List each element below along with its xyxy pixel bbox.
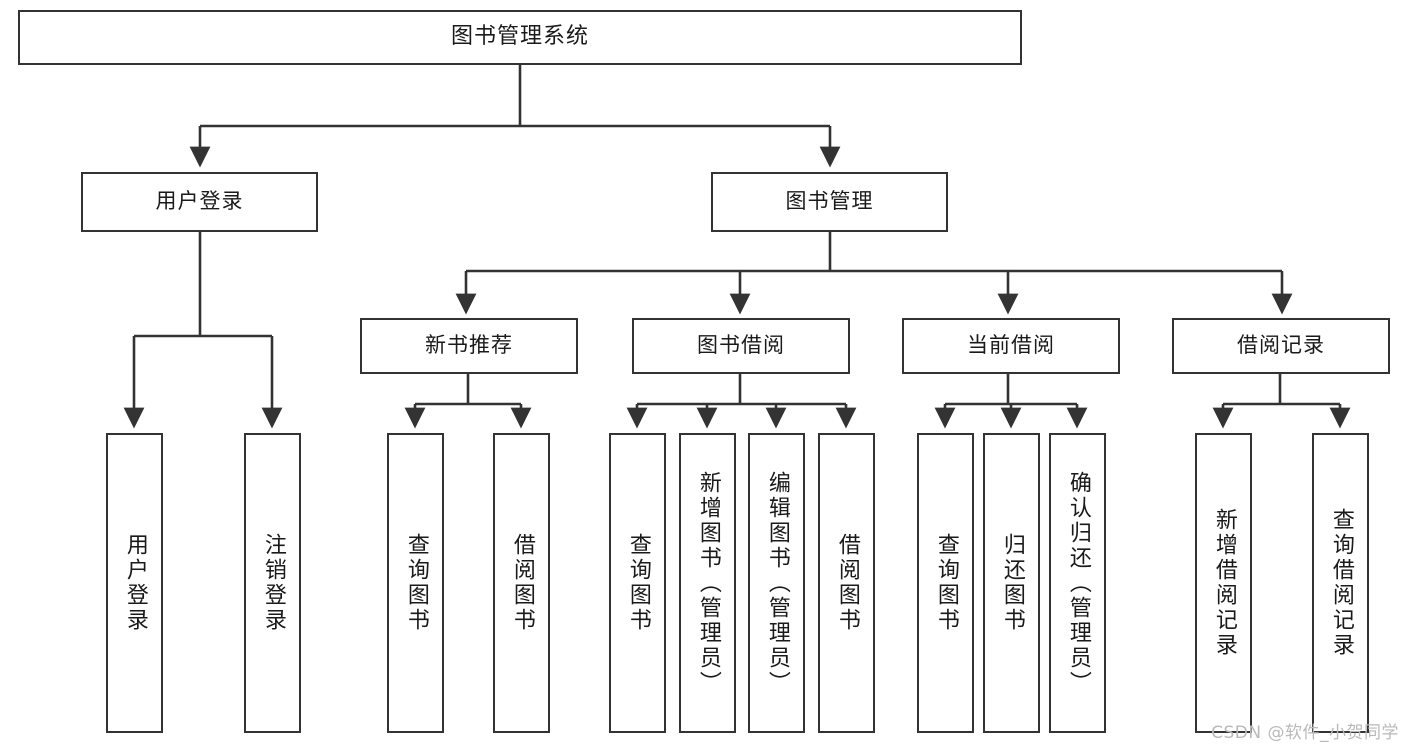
node-label: 图书管理 [785, 189, 874, 214]
node-label: 新增图书（管理员） [695, 470, 721, 696]
node-label: 用户登录 [155, 189, 244, 214]
node-label: 当前借阅 [967, 333, 1055, 358]
node-label: 编辑图书（管理员） [764, 470, 790, 696]
node-leaf-confirm-return[interactable]: 确认归还（管理员） [1049, 433, 1106, 733]
node-label: 图书借阅 [697, 333, 785, 358]
node-label: 新增借阅记录 [1211, 508, 1237, 658]
node-label: 查询图书 [625, 533, 651, 633]
node-leaf-edit-book[interactable]: 编辑图书（管理员） [748, 433, 805, 733]
node-leaf-return-book[interactable]: 归还图书 [983, 433, 1040, 733]
csdn-watermark: CSDN @软件_小贺同学 [1211, 723, 1399, 743]
node-label: 查询借阅记录 [1328, 508, 1354, 658]
node-book-manage[interactable]: 图书管理 [711, 172, 948, 232]
node-label: 借阅图书 [509, 533, 535, 633]
node-leaf-borrow-book[interactable]: 借阅图书 [818, 433, 875, 733]
node-leaf-query-book-current[interactable]: 查询图书 [917, 433, 974, 733]
node-label: 借阅图书 [834, 533, 860, 633]
node-leaf-query-borrow-record[interactable]: 查询借阅记录 [1312, 433, 1369, 733]
node-label: 图书管理系统 [450, 24, 589, 50]
node-current-borrow[interactable]: 当前借阅 [902, 318, 1120, 374]
node-label: 确认归还（管理员） [1065, 470, 1091, 696]
node-label: 查询图书 [933, 533, 959, 633]
node-borrow-record[interactable]: 借阅记录 [1172, 318, 1390, 374]
node-root-book-management-system[interactable]: 图书管理系统 [18, 10, 1022, 65]
node-leaf-add-book[interactable]: 新增图书（管理员） [679, 433, 736, 733]
node-label: 借阅记录 [1237, 333, 1325, 358]
node-leaf-borrow-book-new[interactable]: 借阅图书 [493, 433, 550, 733]
node-leaf-logout[interactable]: 注销登录 [244, 433, 301, 733]
node-label: 新书推荐 [425, 333, 513, 358]
node-book-borrow[interactable]: 图书借阅 [632, 318, 850, 374]
node-label: 查询图书 [403, 533, 429, 633]
node-leaf-add-borrow-record[interactable]: 新增借阅记录 [1195, 433, 1252, 733]
node-label: 用户登录 [122, 533, 148, 633]
node-user-login[interactable]: 用户登录 [81, 172, 318, 232]
node-leaf-user-login[interactable]: 用户登录 [106, 433, 163, 733]
node-new-book-recommend[interactable]: 新书推荐 [360, 318, 578, 374]
node-label: 注销登录 [260, 533, 286, 633]
node-leaf-query-book-borrow[interactable]: 查询图书 [609, 433, 666, 733]
node-leaf-query-book-new[interactable]: 查询图书 [387, 433, 444, 733]
node-label: 归还图书 [999, 533, 1025, 633]
